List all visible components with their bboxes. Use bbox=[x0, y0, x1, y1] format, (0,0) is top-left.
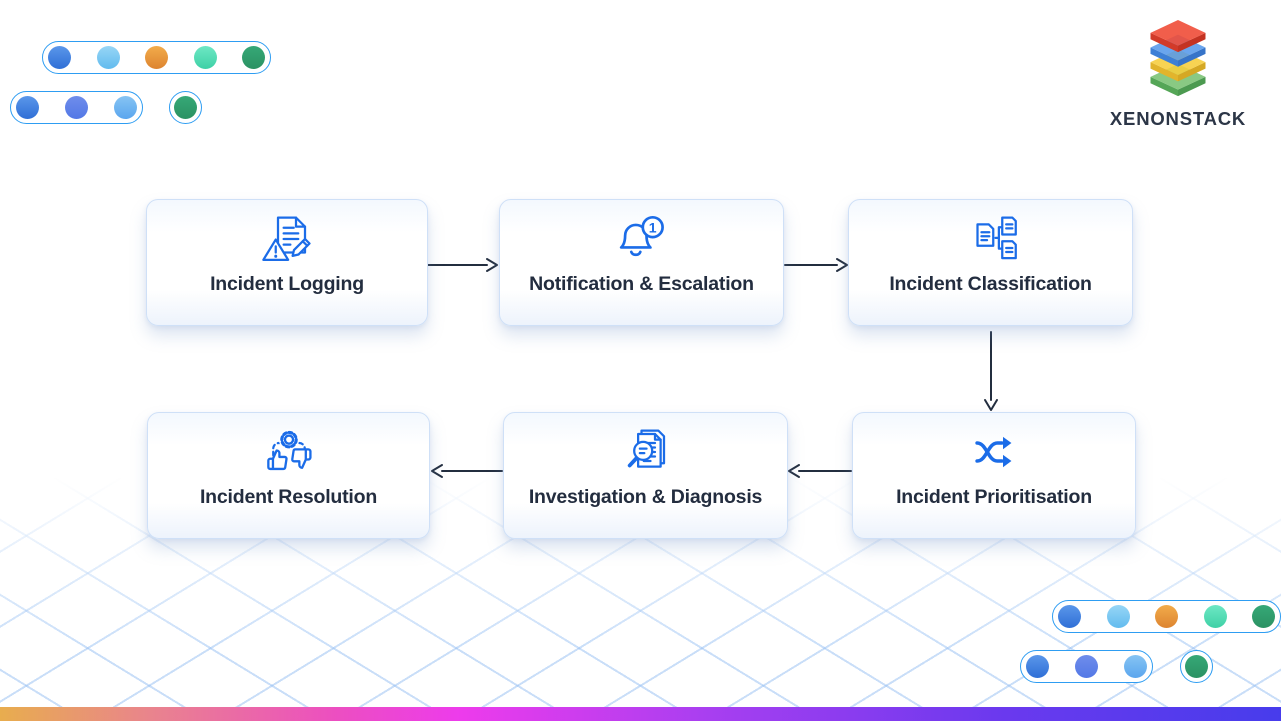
decor-dot-green bbox=[1252, 605, 1275, 628]
decor-dot-green bbox=[174, 96, 197, 119]
investigation-diagnosis-icon bbox=[618, 424, 674, 480]
decor-dot-lightblue bbox=[114, 96, 137, 119]
arrow-investigation-to-resolution bbox=[431, 464, 503, 478]
decor-dot-indigo bbox=[1075, 655, 1098, 678]
decor-dot-sky bbox=[1106, 605, 1130, 628]
flow-step-investigation-diagnosis: Investigation & Diagnosis bbox=[503, 412, 788, 539]
flow-step-incident-logging: Incident Logging bbox=[146, 199, 428, 326]
flow-step-notification-escalation: 1 Notification & Escalation bbox=[499, 199, 784, 326]
decor-dot-pill-bottom-right-3 bbox=[1020, 650, 1153, 683]
decor-dot-blue bbox=[1026, 655, 1049, 678]
xenonstack-logo: XENONSTACK bbox=[1103, 18, 1253, 130]
xenonstack-stack-icon bbox=[1150, 20, 1206, 97]
step-label: Notification & Escalation bbox=[529, 273, 754, 295]
arrow-logging-to-notification bbox=[427, 258, 498, 272]
decor-dot-mint bbox=[193, 46, 217, 69]
decor-dot-ring-bottom-right bbox=[1180, 650, 1213, 683]
step-label: Incident Logging bbox=[210, 273, 364, 295]
step-label: Incident Prioritisation bbox=[896, 486, 1092, 508]
incident-prioritisation-icon bbox=[966, 424, 1022, 480]
decor-dot-green bbox=[1185, 655, 1208, 678]
incident-resolution-icon bbox=[261, 424, 317, 480]
flow-step-incident-classification: Incident Classification bbox=[848, 199, 1133, 326]
decor-dot-lightblue bbox=[1124, 655, 1147, 678]
logo-layer-red bbox=[1150, 20, 1206, 53]
decor-dot-ring-top-left bbox=[169, 91, 202, 124]
decor-dot-indigo bbox=[65, 96, 88, 119]
arrow-classification-to-prioritisation bbox=[984, 331, 998, 411]
decor-dot-pill-bottom-right-5 bbox=[1052, 600, 1281, 633]
step-label: Incident Resolution bbox=[199, 486, 378, 508]
incident-logging-icon bbox=[259, 211, 315, 267]
flow-step-incident-resolution: Incident Resolution bbox=[147, 412, 430, 539]
notification-count-badge: 1 bbox=[648, 219, 656, 235]
flow-step-incident-prioritisation: Incident Prioritisation bbox=[852, 412, 1136, 539]
decor-dot-blue bbox=[16, 96, 39, 119]
decor-dot-orange bbox=[1155, 605, 1178, 628]
decor-dot-blue bbox=[1058, 605, 1081, 628]
decor-dot-sky bbox=[96, 46, 120, 69]
notification-escalation-icon: 1 bbox=[614, 211, 670, 267]
arrow-notification-to-classification bbox=[784, 258, 848, 272]
decor-dot-mint bbox=[1203, 605, 1227, 628]
decor-dot-pill-top-left-3 bbox=[10, 91, 143, 124]
footer-gradient-bar bbox=[0, 707, 1281, 721]
decor-dot-blue bbox=[48, 46, 71, 69]
step-label: Investigation & Diagnosis bbox=[528, 486, 763, 508]
decor-dot-pill-top-left-5 bbox=[42, 41, 271, 74]
arrow-prioritisation-to-investigation bbox=[788, 464, 852, 478]
incident-classification-icon bbox=[963, 211, 1019, 267]
step-label: Incident Classification bbox=[889, 273, 1092, 295]
brand-name: XENONSTACK bbox=[1109, 108, 1247, 129]
decor-dot-orange bbox=[145, 46, 168, 69]
decor-dot-green bbox=[242, 46, 265, 69]
